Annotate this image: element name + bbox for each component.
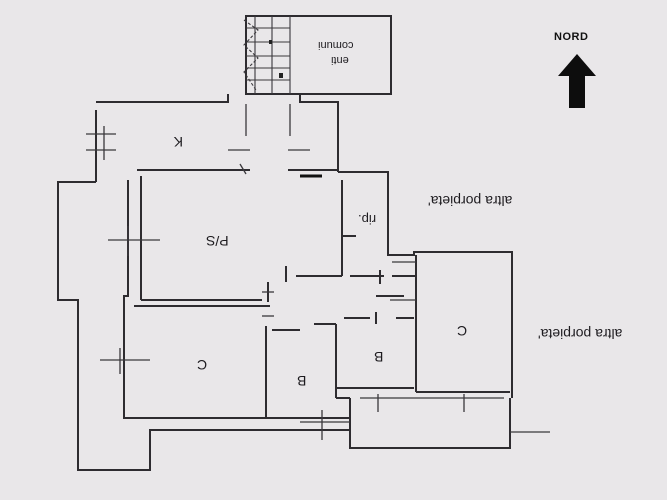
openings xyxy=(86,104,550,440)
room-label-living: P/S xyxy=(206,233,229,249)
room-label-kitchen: K xyxy=(173,134,183,150)
common-area-line-2: comuni xyxy=(318,39,353,51)
neighbor-labels: altra porpieta' altra porpieta' xyxy=(428,193,622,342)
room-label-bath-2: B xyxy=(374,349,383,365)
neighbor-label-upper: altra porpieta' xyxy=(428,193,512,209)
room-label-closet: rip. xyxy=(358,212,376,227)
common-area-line-1: enti xyxy=(331,54,349,66)
north-label: NORD xyxy=(554,31,589,43)
neighbor-label-lower: altra porpieta' xyxy=(538,326,622,342)
room-label-bedroom-west: C xyxy=(197,357,207,373)
room-labels: K P/S rip. C C B B xyxy=(173,134,467,389)
common-stair-block xyxy=(243,15,392,95)
room-label-bath-1: B xyxy=(297,373,306,389)
outer-walls xyxy=(57,94,513,471)
common-area-label: comuni enti xyxy=(318,39,353,66)
interior-walls xyxy=(134,169,510,418)
north-arrow-icon xyxy=(558,54,596,108)
room-label-bedroom-east: C xyxy=(457,323,467,339)
